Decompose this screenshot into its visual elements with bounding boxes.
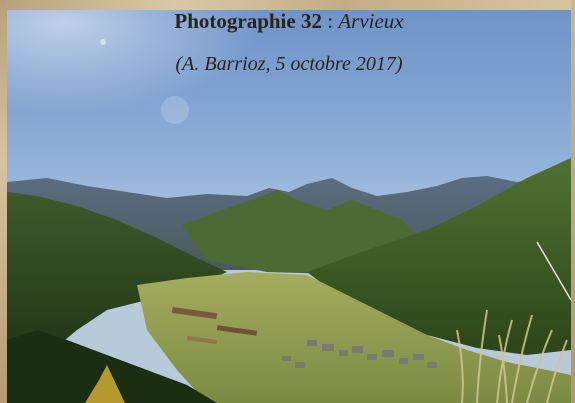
foreground-forest xyxy=(7,330,217,403)
lens-flare xyxy=(161,96,189,124)
power-line xyxy=(536,241,571,301)
caption-title: Photographie 32 : Arvieux xyxy=(7,8,571,34)
field-strip xyxy=(186,335,218,345)
parchment-right-edge xyxy=(571,0,575,403)
photo-caption: Photographie 32 : Arvieux (A. Barrioz, 5… xyxy=(7,8,571,77)
field-strip xyxy=(216,325,258,336)
left-slope xyxy=(7,192,227,372)
mountain-valley-photo xyxy=(7,10,571,403)
caption-label: Photographie 32 xyxy=(174,9,322,33)
caption-place: Arvieux xyxy=(338,9,404,33)
parchment-left-edge xyxy=(0,0,7,403)
field-strip xyxy=(171,306,218,320)
village xyxy=(282,340,437,368)
landscape-illustration xyxy=(7,10,571,403)
foreground-larch xyxy=(85,365,125,403)
caption-credit: (A. Barrioz, 5 octobre 2017) xyxy=(175,53,403,75)
right-slope xyxy=(307,158,571,355)
caption-separator: : xyxy=(321,9,339,33)
dry-grass xyxy=(456,309,568,403)
lens-flare xyxy=(100,39,106,45)
